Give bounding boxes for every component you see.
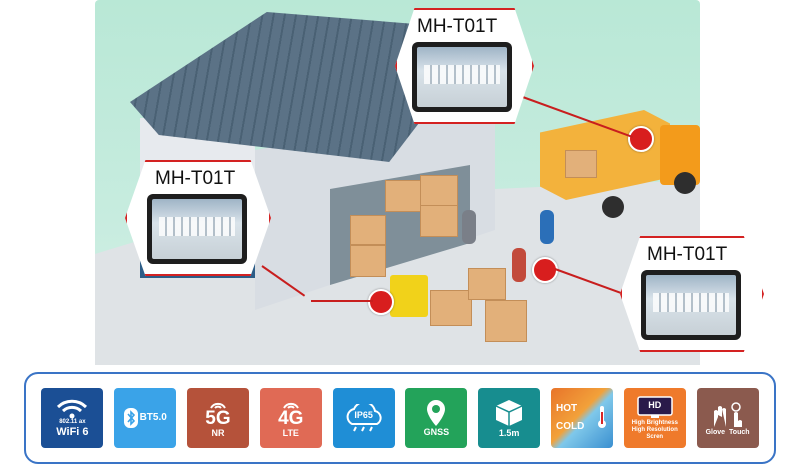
tablet-screen bbox=[646, 275, 736, 335]
feature-temperature: HOT COLD bbox=[550, 388, 613, 448]
tablet-image bbox=[147, 194, 247, 264]
cargo-box bbox=[468, 268, 506, 300]
cloud-rain-icon bbox=[346, 404, 382, 432]
warehouse-scene: MH-T01T MH-T01T MH-T01T bbox=[95, 0, 764, 365]
cargo-box bbox=[350, 215, 386, 245]
feature-text: High Resolution Scren bbox=[631, 426, 678, 440]
worker bbox=[462, 210, 476, 244]
signal-icon bbox=[210, 402, 226, 409]
feature-glove-touch: Glove Touch bbox=[696, 388, 759, 448]
worker bbox=[540, 210, 554, 244]
feature-text: WiFi 6 bbox=[56, 425, 89, 438]
feature-text: 5G bbox=[205, 407, 231, 429]
callout-label: MH-T01T bbox=[417, 16, 498, 37]
feature-text: NR bbox=[211, 427, 225, 438]
feature-hd-display: HD High Brightness High Resolution Scren bbox=[623, 388, 686, 448]
callout-label: MH-T01T bbox=[155, 168, 236, 189]
feature-text: BT5.0 bbox=[139, 412, 167, 423]
feature-drop-test: 1.5m bbox=[478, 388, 541, 448]
feature-wifi6: 802.11 ax WiFi 6 bbox=[41, 388, 104, 448]
tablet-screen bbox=[417, 47, 507, 107]
display-icon bbox=[637, 395, 673, 418]
wifi-icon bbox=[57, 399, 88, 418]
location-marker bbox=[628, 126, 654, 152]
cargo-box bbox=[420, 175, 458, 209]
feature-text: 4G bbox=[278, 407, 304, 429]
thermometer-icon bbox=[597, 406, 606, 428]
tablet-image bbox=[412, 42, 512, 112]
tablet-screen bbox=[152, 199, 242, 259]
feature-4g: 4G LTE bbox=[259, 388, 322, 448]
worker bbox=[512, 248, 526, 282]
cargo-box bbox=[385, 180, 421, 212]
truck-wheel bbox=[602, 196, 624, 218]
feature-text: 802.11 ax bbox=[59, 418, 86, 425]
location-pin-icon bbox=[427, 400, 446, 426]
feature-bluetooth: BT5.0 bbox=[114, 388, 177, 448]
feature-caption-row: Glove Touch bbox=[706, 429, 750, 436]
feature-text: IP65 bbox=[354, 410, 373, 420]
tablet-image bbox=[641, 270, 741, 340]
truck-wheel bbox=[674, 172, 696, 194]
cargo-box bbox=[565, 150, 597, 178]
location-marker bbox=[368, 289, 394, 315]
bluetooth-icon bbox=[123, 408, 138, 428]
feature-text: HD bbox=[648, 400, 662, 410]
feature-text: HOT bbox=[555, 403, 578, 414]
cargo-box bbox=[420, 205, 458, 237]
feature-text: COLD bbox=[555, 421, 585, 432]
forklift bbox=[390, 275, 428, 317]
feature-ip65: IP65 bbox=[332, 388, 395, 448]
feature-gnss: GNSS bbox=[405, 388, 468, 448]
feature-text: 1.5m bbox=[498, 428, 520, 438]
feature-icon-bar: 802.11 ax WiFi 6 BT5.0 5G NR 4G LTE bbox=[24, 372, 776, 464]
feature-text: High Brightness bbox=[631, 419, 678, 426]
feature-text: Touch bbox=[729, 428, 750, 436]
feature-text: GNSS bbox=[423, 427, 450, 437]
cargo-box bbox=[485, 300, 527, 342]
feature-text: Glove bbox=[705, 428, 726, 436]
cargo-box bbox=[430, 290, 472, 326]
callout-label: MH-T01T bbox=[647, 244, 728, 265]
glove-touch-icon bbox=[713, 401, 742, 427]
feature-text: LTE bbox=[282, 427, 299, 438]
feature-5g: 5G NR bbox=[186, 388, 249, 448]
cargo-box bbox=[350, 245, 386, 277]
drop-box-icon bbox=[495, 400, 523, 426]
signal-icon bbox=[282, 402, 299, 409]
connector-line bbox=[311, 300, 373, 302]
